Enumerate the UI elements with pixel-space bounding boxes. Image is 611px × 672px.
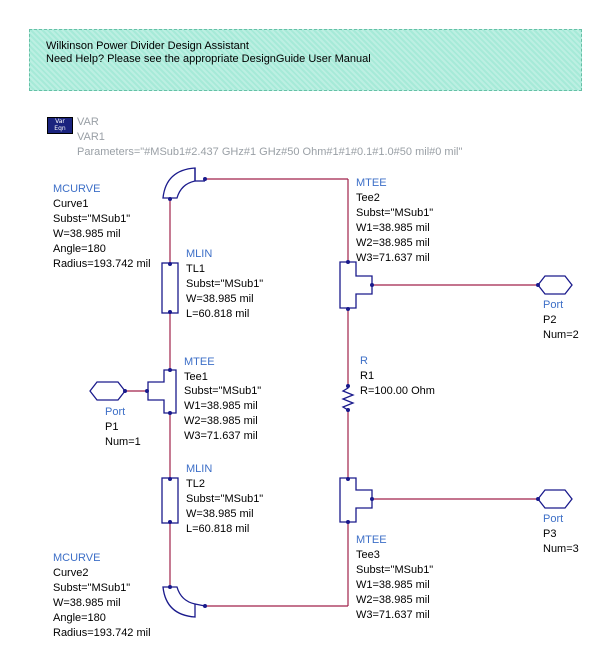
port3-name: P3 xyxy=(543,528,557,540)
r1-name: R1 xyxy=(360,370,375,382)
port2-num: Num=2 xyxy=(543,329,579,341)
tl2-width: W=38.985 mil xyxy=(186,508,254,520)
tl1-symbol[interactable] xyxy=(161,262,179,314)
curve1-symbol[interactable] xyxy=(162,167,205,199)
port3-symbol[interactable] xyxy=(537,489,573,509)
tee3-w1: W1=38.985 mil xyxy=(356,579,430,591)
curve1-subst: Subst="MSub1" xyxy=(53,213,131,225)
port1-num: Num=1 xyxy=(105,436,141,448)
tl1-subst: Subst="MSub1" xyxy=(186,278,264,290)
tl2-name: TL2 xyxy=(186,478,205,490)
banner-title: Wilkinson Power Divider Design Assistant xyxy=(46,40,249,52)
var-type-label: VAR xyxy=(77,116,99,128)
tee1-subst: Subst="MSub1" xyxy=(184,385,262,397)
curve1-angle: Angle=180 xyxy=(53,243,106,255)
var-name-label: VAR1 xyxy=(77,131,105,143)
tl1-type: MLIN xyxy=(186,248,213,260)
tee1-w1: W1=38.985 mil xyxy=(184,400,258,412)
tl2-symbol[interactable] xyxy=(161,477,179,524)
tee2-type: MTEE xyxy=(356,177,387,189)
port2-type: Port xyxy=(543,299,564,311)
var-eqn-icon[interactable]: Var Eqn xyxy=(47,117,73,134)
tee1-w2: W2=38.985 mil xyxy=(184,415,258,427)
port2-name: P2 xyxy=(543,314,557,326)
wires xyxy=(125,178,538,607)
tl1-name: TL1 xyxy=(186,263,205,275)
tl2-type: MLIN xyxy=(186,463,213,475)
tee1-w3: W3=71.637 mil xyxy=(184,430,258,442)
curve1-radius: Radius=193.742 mil xyxy=(53,258,151,270)
tl2-subst: Subst="MSub1" xyxy=(186,493,264,505)
r1-type: R xyxy=(360,355,368,367)
curve1-width: W=38.985 mil xyxy=(53,228,121,240)
tee2-w1: W1=38.985 mil xyxy=(356,222,430,234)
port1-name: P1 xyxy=(105,421,119,433)
var-icon-text: Var xyxy=(55,118,65,125)
port2-symbol[interactable] xyxy=(537,275,573,295)
tee2-subst: Subst="MSub1" xyxy=(356,207,434,219)
curve2-name: Curve2 xyxy=(53,567,89,579)
design-assistant-banner: Wilkinson Power Divider Design Assistant… xyxy=(29,29,582,91)
var-parameters: Parameters="#MSub1#2.437 GHz#1 GHz#50 Oh… xyxy=(77,146,463,158)
tl1-width: W=38.985 mil xyxy=(186,293,254,305)
port1-type: Port xyxy=(105,406,126,418)
eqn-icon-text: Eqn xyxy=(54,125,66,132)
tl1-length: L=60.818 mil xyxy=(186,308,250,320)
curve2-symbol[interactable] xyxy=(162,586,206,618)
tee2-w3: W3=71.637 mil xyxy=(356,252,430,264)
tee1-type: MTEE xyxy=(184,356,215,368)
tee1-symbol[interactable] xyxy=(147,369,177,414)
curve1-type: MCURVE xyxy=(53,183,101,195)
curve1-name: Curve1 xyxy=(53,198,89,210)
port3-num: Num=3 xyxy=(543,543,579,555)
port3-type: Port xyxy=(543,513,564,525)
curve2-radius: Radius=193.742 mil xyxy=(53,627,151,639)
tee3-w3: W3=71.637 mil xyxy=(356,609,430,621)
tee3-type: MTEE xyxy=(356,534,387,546)
tee2-w2: W2=38.985 mil xyxy=(356,237,430,249)
tl2-length: L=60.818 mil xyxy=(186,523,250,535)
tee1-name: Tee1 xyxy=(184,371,208,383)
tee2-symbol[interactable] xyxy=(339,261,373,309)
pin-dots xyxy=(123,177,540,608)
curve2-type: MCURVE xyxy=(53,552,101,564)
tee3-w2: W2=38.985 mil xyxy=(356,594,430,606)
curve2-width: W=38.985 mil xyxy=(53,597,121,609)
curve2-subst: Subst="MSub1" xyxy=(53,582,131,594)
tee3-name: Tee3 xyxy=(356,549,380,561)
tee3-symbol[interactable] xyxy=(339,477,373,523)
curve2-angle: Angle=180 xyxy=(53,612,106,624)
banner-help-text: Need Help? Please see the appropriate De… xyxy=(46,53,371,65)
tee3-subst: Subst="MSub1" xyxy=(356,564,434,576)
r1-value: R=100.00 Ohm xyxy=(360,385,435,397)
port1-symbol[interactable] xyxy=(89,381,126,401)
r1-symbol[interactable] xyxy=(341,384,355,412)
tee2-name: Tee2 xyxy=(356,192,380,204)
